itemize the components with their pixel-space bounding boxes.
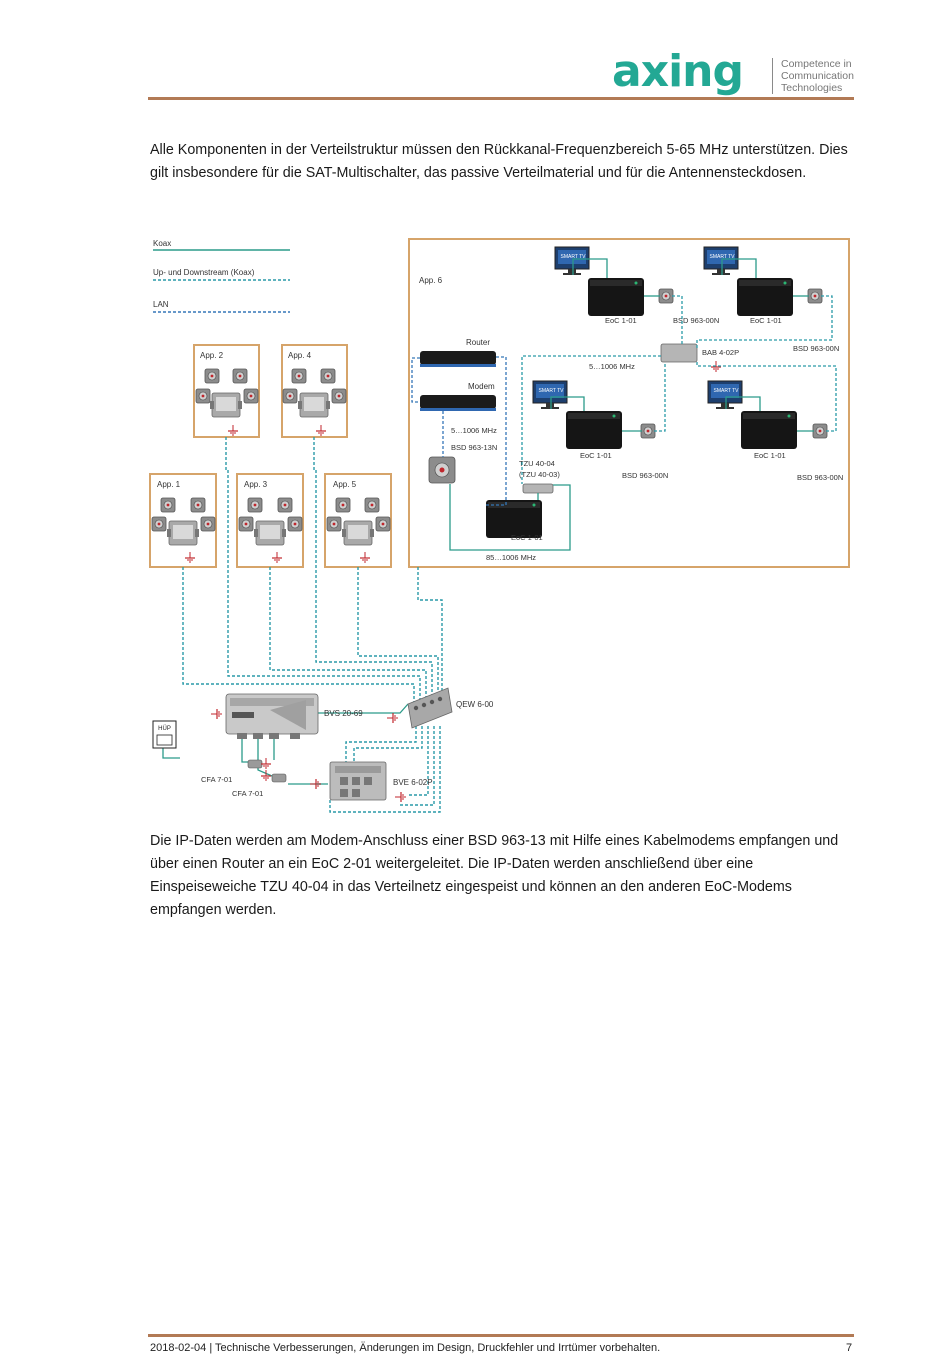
qew-label: QEW 6-00 (456, 700, 494, 709)
svg-text:SMART TV: SMART TV (709, 254, 735, 260)
apartment-4: App. 4 (281, 344, 348, 438)
cfa-filter-1 (247, 757, 272, 769)
legend-koax: Koax (153, 239, 171, 248)
cfa-label-1: CFA 7-01 (201, 775, 232, 784)
svg-text:HÜP: HÜP (158, 725, 171, 732)
intro-paragraph: Alle Komponenten in der Verteilstruktur … (150, 142, 848, 181)
tzu-device (522, 483, 554, 494)
eoc-middle-left (566, 411, 622, 449)
apartment-6-label: App. 6 (419, 276, 443, 285)
apartment-2: App. 2 (193, 344, 260, 438)
bsd-13n-socket (428, 456, 456, 484)
eoc-middle-right-label: EoC 1-01 (754, 451, 786, 460)
page-number: 7 (846, 1342, 853, 1354)
hup-box: HÜP (152, 720, 177, 749)
bvs-label: BVS 20-69 (324, 709, 363, 718)
legend-lan: LAN (153, 300, 169, 309)
eoc-bottom-label: EoC 1-01 (511, 533, 543, 542)
description-paragraph: Die IP-Daten werden am Modem-Anschluss e… (150, 833, 839, 918)
router-device (420, 351, 496, 365)
bsd-middle-right-label: BSD 963-00N (797, 473, 843, 482)
logo-divider (772, 58, 773, 94)
svg-text:SMART TV: SMART TV (538, 388, 564, 394)
tzu-alt-label: (TZU 40-03) (519, 470, 560, 479)
apartment-5-label: App. 5 (333, 480, 357, 489)
bsd-top-right-label: BSD 963-00N (793, 344, 839, 353)
bsd-middle-left-label: BSD 963-00N (622, 471, 668, 480)
apartment-4-label: App. 4 (288, 351, 312, 360)
smart-tv-2: SMART TV (703, 246, 739, 276)
bsd-top-left-label: BSD 963-00N (673, 316, 719, 325)
apartment-6: App. 6 Router Modem 5…1006 MHz BSD 963-1… (408, 238, 850, 568)
tagline-line-3: Technologies (781, 82, 843, 94)
eoc-top-left-label: EoC 1-01 (605, 316, 637, 325)
cfa-filter-2 (260, 769, 287, 783)
tagline-line-2: Communication (781, 70, 854, 82)
smart-tv-3: SMART TV (532, 380, 568, 410)
bab-label: BAB 4-02P (702, 348, 739, 357)
eoc-top-right-label: EoC 1-01 (750, 316, 782, 325)
eoc-middle-right (741, 411, 797, 449)
header-rule (148, 97, 854, 100)
cfa-label-2: CFA 7-01 (232, 789, 263, 798)
frequency-label-2: 5…1006 MHz (589, 362, 635, 371)
qew-splitter (386, 687, 453, 729)
tzu-label: TZU 40-04 (519, 459, 555, 468)
modem-label: Modem (468, 382, 495, 391)
router-label: Router (466, 338, 490, 347)
frequency-label-1: 5…1006 MHz (451, 426, 497, 435)
apartment-1: App. 1 (149, 473, 217, 568)
eoc-middle-left-label: EoC 1-01 (580, 451, 612, 460)
bvs-amplifier (210, 693, 319, 739)
modem-device (420, 395, 496, 409)
smart-tv-4: SMART TV (707, 380, 743, 410)
eoc-top-right (737, 278, 793, 316)
footer-text: 2018-02-04 | Technische Verbesserungen, … (150, 1342, 661, 1354)
svg-text:SMART TV: SMART TV (560, 254, 586, 260)
eoc-top-left (588, 278, 644, 316)
apartment-3-label: App. 3 (244, 480, 268, 489)
apartment-2-label: App. 2 (200, 351, 224, 360)
company-logo: axing (612, 46, 744, 97)
footer-rule (148, 1334, 854, 1337)
bve-distributor (309, 761, 406, 803)
frequency-label-3: 85…1006 MHz (486, 553, 536, 562)
apartment-1-label: App. 1 (157, 480, 181, 489)
smart-tv-1: SMART TV (554, 246, 590, 276)
svg-text:SMART TV: SMART TV (713, 388, 739, 394)
bsd-13n-label: BSD 963-13N (451, 443, 497, 452)
company-tagline: Competence in Communication Technologies (781, 58, 854, 94)
apartment-3: App. 3 (236, 473, 304, 568)
distribution-diagram: Koax Up- und Downstream (Koax) LAN App. … (149, 238, 850, 813)
apartment-5: App. 5 (324, 473, 392, 568)
legend-updown: Up- und Downstream (Koax) (153, 268, 255, 277)
bab-device (660, 343, 698, 363)
tagline-line-1: Competence in (781, 58, 852, 70)
bve-label: BVE 6-02P (393, 778, 433, 787)
